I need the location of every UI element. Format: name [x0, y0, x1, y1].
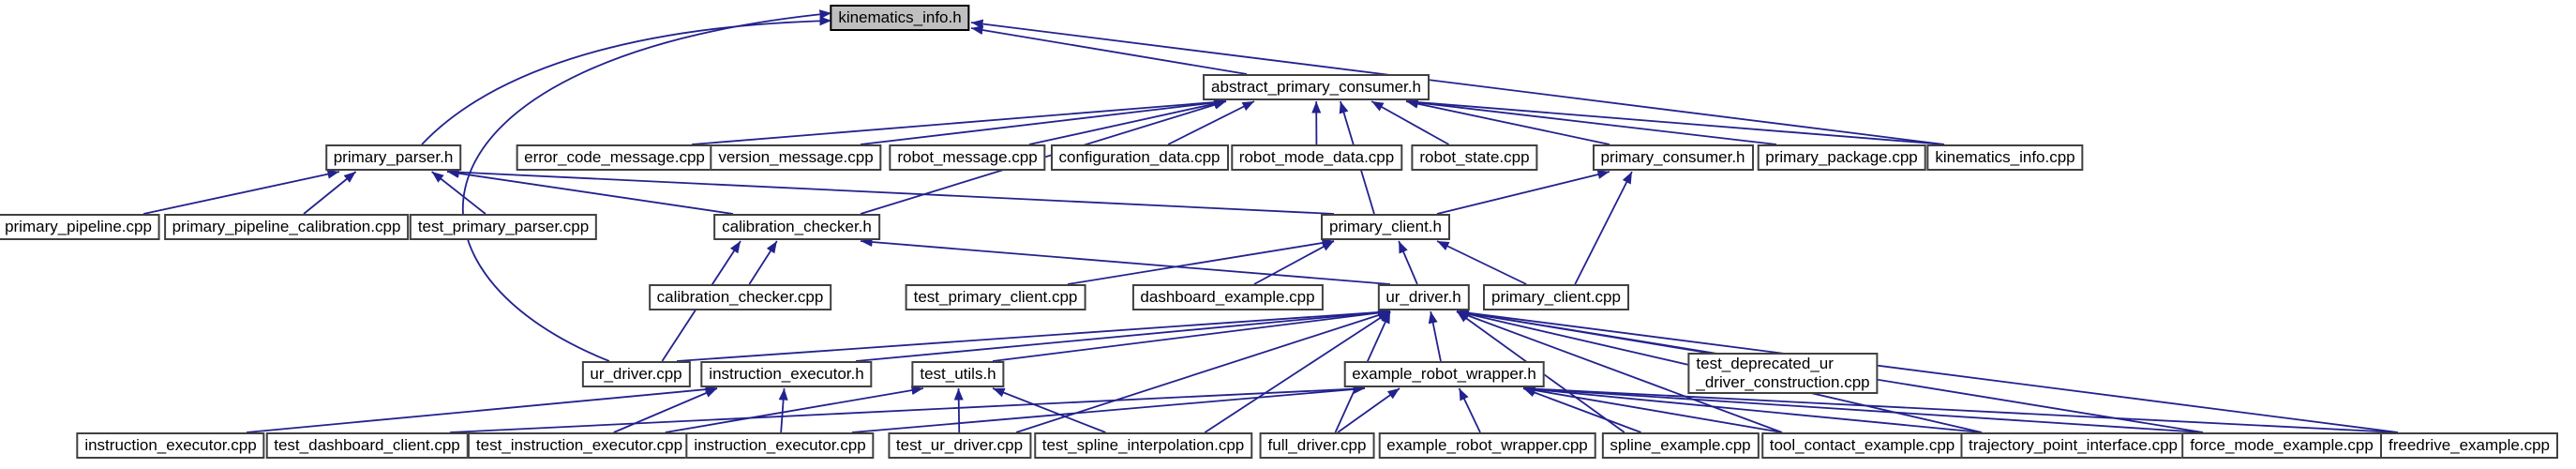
node-instruction-executor-h[interactable]: instruction_executor.h: [700, 361, 873, 387]
node-test-ur-driver-cpp[interactable]: test_ur_driver.cpp: [887, 432, 1032, 459]
node-robot-state-cpp[interactable]: robot_state.cpp: [1411, 144, 1538, 171]
node-test-primary-parser-cpp[interactable]: test_primary_parser.cpp: [409, 214, 598, 240]
node-spline-example-cpp[interactable]: spline_example.cpp: [1601, 432, 1760, 459]
node-ur-driver-cpp[interactable]: ur_driver.cpp: [581, 361, 691, 387]
node-ur-driver-h[interactable]: ur_driver.h: [1377, 284, 1470, 310]
node-primary-parser-h[interactable]: primary_parser.h: [324, 144, 462, 171]
node-robot-mode-data-cpp[interactable]: robot_mode_data.cpp: [1230, 144, 1403, 171]
node-primary-consumer-h[interactable]: primary_consumer.h: [1592, 144, 1754, 171]
node-calibration-checker-h[interactable]: calibration_checker.h: [713, 214, 880, 240]
node-instruction-executor-cpp[interactable]: instruction_executor.cpp: [76, 432, 265, 459]
node-full-driver-cpp[interactable]: full_driver.cpp: [1259, 432, 1375, 459]
node-primary-client-h[interactable]: primary_client.h: [1321, 214, 1450, 240]
node-tool-contact-example-cpp[interactable]: tool_contact_example.cpp: [1760, 432, 1964, 459]
node-test-spline-interpolation-cpp[interactable]: test_spline_interpolation.cpp: [1033, 432, 1253, 459]
node-calibration-checker-cpp[interactable]: calibration_checker.cpp: [648, 284, 832, 310]
node-test-utils-h[interactable]: test_utils.h: [911, 361, 1005, 387]
node-test-dashboard-client-cpp[interactable]: test_dashboard_client.cpp: [265, 432, 469, 459]
node-example-robot-wrapper-h[interactable]: example_robot_wrapper.h: [1343, 361, 1545, 387]
node-kinematics-info-h: kinematics_info.h: [830, 5, 970, 31]
node-error-code-message-cpp[interactable]: error_code_message.cpp: [516, 144, 713, 171]
node-trajectory-point-interface-cpp[interactable]: trajectory_point_interface.cpp: [1959, 432, 2187, 459]
node-freedrive-example-cpp[interactable]: freedrive_example.cpp: [2380, 432, 2558, 459]
node-example-robot-wrapper-cpp[interactable]: example_robot_wrapper.cpp: [1378, 432, 1596, 459]
node-force-mode-example-cpp[interactable]: force_mode_example.cpp: [2181, 432, 2382, 459]
node-primary-package-cpp[interactable]: primary_package.cpp: [1757, 144, 1926, 171]
node-primary-pipeline-cpp[interactable]: primary_pipeline.cpp: [0, 214, 160, 240]
node-primary-client-cpp[interactable]: primary_client.cpp: [1483, 284, 1629, 310]
node-robot-message-cpp[interactable]: robot_message.cpp: [889, 144, 1046, 171]
node-test-primary-client-cpp[interactable]: test_primary_client.cpp: [905, 284, 1086, 310]
node-test-instruction-executor-cpp[interactable]: test_instruction_executor.cpp: [467, 432, 692, 459]
node-version-message-cpp[interactable]: version_message.cpp: [710, 144, 882, 171]
node-dashboard-example-cpp[interactable]: dashboard_example.cpp: [1131, 284, 1324, 310]
node-test-deprecated-ur-driver-construction-cpp[interactable]: test_deprecated_ur _driver_construction.…: [1687, 353, 1879, 394]
node-configuration-data-cpp[interactable]: configuration_data.cpp: [1050, 144, 1229, 171]
node-kinematics-info-cpp[interactable]: kinematics_info.cpp: [1926, 144, 2084, 171]
node-abstract-primary-consumer-h[interactable]: abstract_primary_consumer.h: [1203, 74, 1430, 100]
node-instruction-executor-cpp-2[interactable]: instruction_executor.cpp: [685, 432, 875, 459]
node-primary-pipeline-calibration-cpp[interactable]: primary_pipeline_calibration.cpp: [163, 214, 410, 240]
